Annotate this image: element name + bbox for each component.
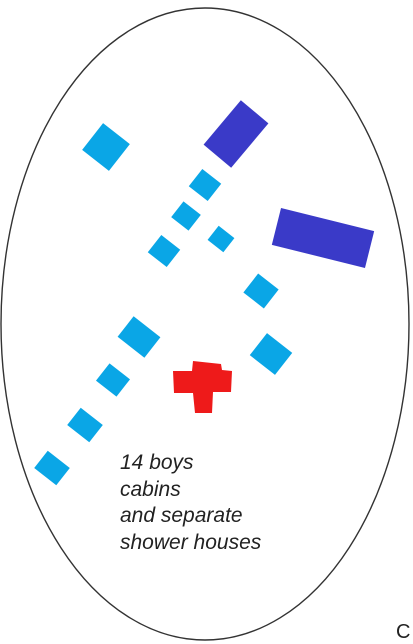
legend-caption: 14 boys cabins and separate shower house… — [120, 450, 330, 556]
boys-cabin — [67, 407, 103, 443]
shower-house — [203, 100, 269, 168]
boys-cabin — [249, 333, 293, 375]
central-building — [173, 361, 232, 413]
boys-cabin — [188, 168, 222, 202]
shower-houses — [203, 100, 375, 269]
central-building-shape — [173, 361, 232, 413]
boys-cabin — [95, 363, 131, 397]
cropped-edge-text: C — [396, 621, 411, 643]
camp-boundary-ellipse — [0, 7, 410, 641]
legend-line: shower houses — [120, 530, 262, 554]
boys-cabin — [207, 225, 235, 253]
legend-line: 14 boys — [120, 451, 194, 474]
shower-house — [271, 207, 375, 269]
boys-cabin — [34, 450, 70, 486]
boys-cabins — [34, 123, 293, 486]
boys-cabin — [82, 123, 130, 171]
legend-line: cabins — [120, 477, 181, 501]
legend-line: and separate — [120, 504, 243, 527]
boys-cabin — [117, 316, 161, 358]
boys-cabin — [243, 273, 279, 309]
boys-cabin — [147, 234, 181, 268]
boys-cabin — [171, 201, 201, 231]
